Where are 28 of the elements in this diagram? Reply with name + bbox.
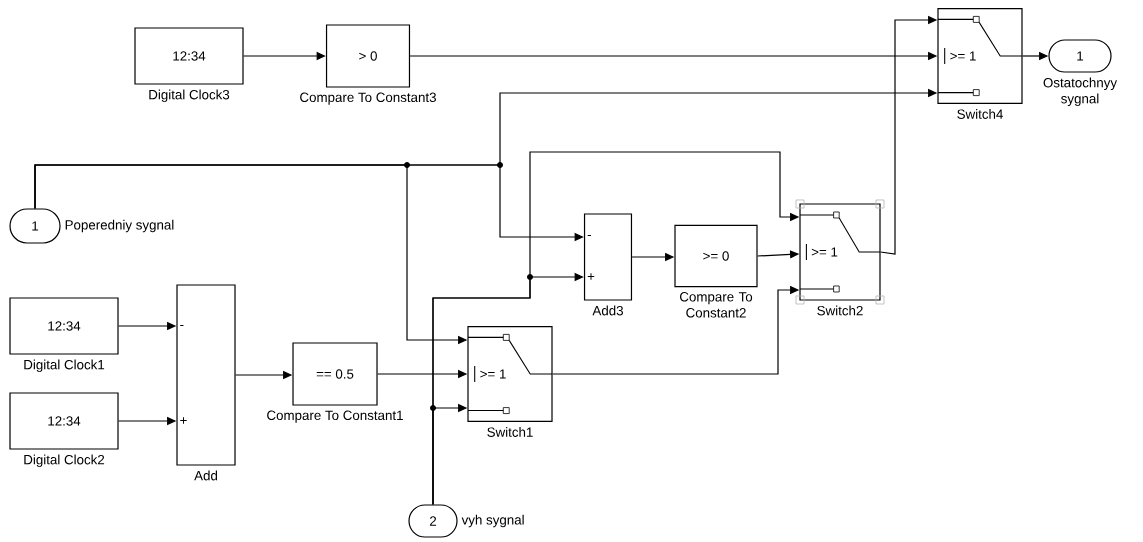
block-name: Digital Clock3 xyxy=(149,89,230,102)
port-block: 2 xyxy=(408,504,458,538)
port-block: 1 xyxy=(1048,39,1112,73)
port-name: vyh sygnal xyxy=(461,514,524,528)
switch-block: >= 1 xyxy=(937,7,1023,105)
function-block: 12:34 xyxy=(134,27,244,85)
function-block: 12:34 xyxy=(9,297,119,355)
block-name: Compare To Constant2 xyxy=(680,292,753,318)
block-name: Compare To Constant3 xyxy=(300,92,436,105)
block-name: Compare To Constant1 xyxy=(267,410,403,423)
block-name: Add xyxy=(194,470,217,481)
sum-block: - + xyxy=(583,213,633,301)
switch-block: >= 1 xyxy=(795,199,885,305)
port-name: Poperedniy sygnal xyxy=(65,219,174,233)
function-block: 12:34 xyxy=(9,392,119,450)
block-name: Ostatochnyy sygnal xyxy=(1043,77,1118,106)
block-name: Digital Clock1 xyxy=(24,359,105,372)
block-name: Switch2 xyxy=(817,305,863,316)
sum-block: - + xyxy=(176,284,236,466)
switch-block: >= 1 xyxy=(467,325,553,423)
port-block: 1 xyxy=(9,208,61,244)
block-name: Switch1 xyxy=(487,427,533,437)
block-name: Add3 xyxy=(592,305,623,316)
function-block: == 0.5 xyxy=(292,342,378,406)
function-block: > 0 xyxy=(325,24,411,88)
block-name: Digital Clock2 xyxy=(24,454,105,467)
block-name: Switch4 xyxy=(957,109,1003,119)
function-block: >= 0 xyxy=(674,224,758,288)
